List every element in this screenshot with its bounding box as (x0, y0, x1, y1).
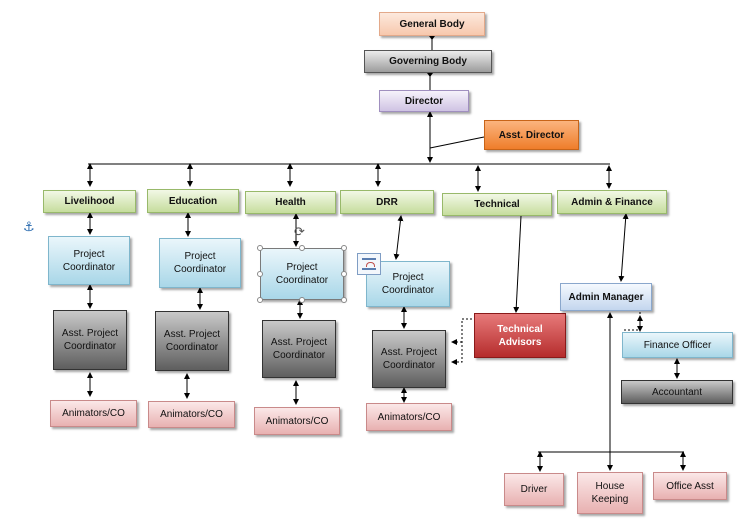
node-label: General Body (399, 18, 465, 30)
asst-project-coordinator-education[interactable]: Asst. Project Coordinator (155, 311, 229, 371)
project-coordinator-education[interactable]: Project Coordinator (159, 238, 241, 288)
drr-node[interactable]: DRR (340, 190, 434, 214)
node-label: Asst. Project Coordinator (380, 347, 438, 371)
node-label: Animators/CO (160, 409, 223, 420)
node-label: Project Coordinator (381, 272, 435, 296)
driver-node[interactable]: Driver (504, 473, 564, 506)
node-label: House Keeping (591, 481, 629, 505)
asst-director-node[interactable]: Asst. Director (484, 120, 579, 150)
anchor-icon[interactable]: ⚓ (23, 220, 35, 235)
layout-options-icon[interactable] (357, 253, 381, 275)
office-asst-node[interactable]: Office Asst (653, 472, 727, 500)
asst-project-coordinator-livelihood[interactable]: Asst. Project Coordinator (53, 310, 127, 370)
node-label: Asst. Project Coordinator (270, 337, 328, 361)
rotate-handle-icon[interactable]: ⟳ (294, 225, 305, 240)
node-label: Director (404, 95, 444, 107)
resize-handle[interactable] (257, 271, 263, 277)
node-label: Livelihood (64, 196, 115, 207)
resize-handle[interactable] (341, 271, 347, 277)
node-label: Health (275, 197, 306, 208)
admin-manager-node[interactable]: Admin Manager (560, 283, 652, 311)
node-label: Animators/CO (377, 411, 441, 423)
animators-co-drr[interactable]: Animators/CO (366, 403, 452, 431)
animators-co-livelihood[interactable]: Animators/CO (50, 400, 137, 427)
node-label: Asst. Project Coordinator (61, 328, 119, 352)
director-node[interactable]: Director (379, 90, 469, 112)
node-label: Technical Advisors (497, 323, 543, 348)
node-label: Animators/CO (265, 415, 329, 427)
node-label: Project Coordinator (173, 251, 227, 275)
node-label: Education (168, 195, 218, 207)
livelihood-node[interactable]: Livelihood (43, 190, 136, 213)
node-label: Asst. Director (498, 129, 565, 141)
node-label: Office Asst (666, 480, 714, 492)
node-label: Driver (520, 484, 548, 495)
finance-officer-node[interactable]: Finance Officer (622, 332, 733, 358)
asst-project-coordinator-health[interactable]: Asst. Project Coordinator (262, 320, 336, 378)
node-label: Asst. Project Coordinator (163, 329, 221, 353)
animators-co-health[interactable]: Animators/CO (254, 407, 340, 435)
accountant-node[interactable]: Accountant (621, 380, 733, 404)
technical-node[interactable]: Technical (442, 193, 552, 216)
project-coordinator-health[interactable]: Project Coordinator (260, 248, 344, 300)
health-node[interactable]: Health (245, 191, 336, 214)
house-keeping-node[interactable]: House Keeping (577, 472, 643, 514)
resize-handle[interactable] (257, 245, 263, 251)
node-label: Admin & Finance (571, 196, 653, 208)
technical-advisors-node[interactable]: Technical Advisors (474, 313, 566, 358)
resize-handle[interactable] (299, 297, 305, 303)
animators-co-education[interactable]: Animators/CO (148, 401, 235, 428)
node-label: Project Coordinator (62, 248, 116, 273)
node-label: Finance Officer (643, 339, 712, 351)
node-label: Animators/CO (62, 408, 125, 419)
resize-handle[interactable] (257, 297, 263, 303)
general-body-node[interactable]: General Body (379, 12, 485, 36)
asst-project-coordinator-drr[interactable]: Asst. Project Coordinator (372, 330, 446, 388)
node-label: Governing Body (389, 56, 467, 67)
resize-handle[interactable] (299, 245, 305, 251)
governing-body-node[interactable]: Governing Body (364, 50, 492, 73)
node-label: Accountant (651, 386, 703, 398)
project-coordinator-livelihood[interactable]: Project Coordinator (48, 236, 130, 285)
resize-handle[interactable] (341, 245, 347, 251)
admin-finance-node[interactable]: Admin & Finance (557, 190, 667, 214)
node-label: Project Coordinator (275, 262, 329, 286)
node-label: Admin Manager (568, 291, 644, 303)
node-label: DRR (376, 196, 398, 208)
resize-handle[interactable] (341, 297, 347, 303)
node-label: Technical (474, 199, 520, 210)
education-node[interactable]: Education (147, 189, 239, 213)
